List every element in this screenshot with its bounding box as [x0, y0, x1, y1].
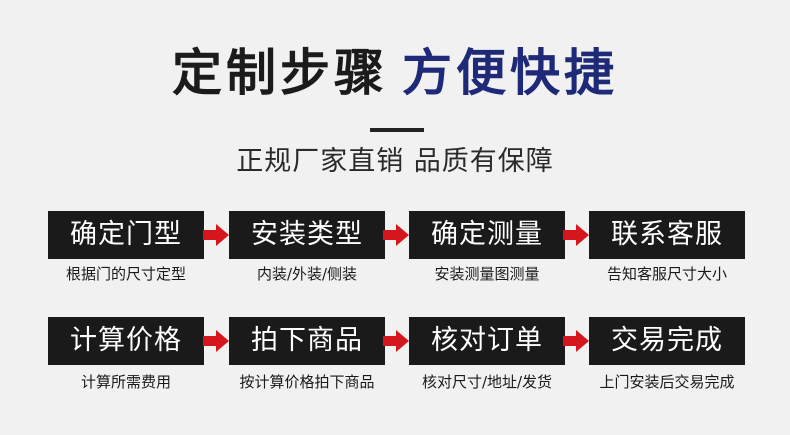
step-caption: 内装/外装/侧装 [256, 265, 358, 283]
step-confirm-measure: 确定测量 [409, 211, 565, 259]
step-place-order: 拍下商品 [229, 317, 385, 365]
title-divider [370, 128, 424, 132]
step-confirm-door-type: 确定门型 [48, 211, 204, 259]
arrow-right-icon [203, 224, 229, 246]
step-caption: 告知客服尺寸大小 [606, 265, 727, 283]
title-accent: 方便快捷 [402, 44, 618, 102]
step-caption: 上门安装后交易完成 [599, 373, 735, 391]
subtitle: 正规厂家直销 品质有保障 [236, 146, 554, 177]
arrow-right-icon [383, 330, 409, 352]
step-caption: 根据门的尺寸定型 [65, 265, 186, 283]
arrow-right-icon [563, 224, 589, 246]
arrow-right-icon [203, 330, 229, 352]
step-caption: 按计算价格拍下商品 [239, 373, 375, 391]
arrow-right-icon [563, 330, 589, 352]
step-install-type: 安装类型 [229, 211, 385, 259]
step-calculate-price: 计算价格 [48, 317, 204, 365]
step-caption: 计算所需费用 [80, 373, 171, 391]
title-primary: 定制步骤 [172, 44, 388, 102]
page-title: 定制步骤方便快捷 [0, 38, 790, 108]
step-caption: 安装测量图测量 [434, 265, 540, 283]
step-contact-service: 联系客服 [589, 211, 745, 259]
step-caption: 核对尺寸/地址/发货 [421, 373, 553, 391]
arrow-right-icon [383, 224, 409, 246]
step-check-order: 核对订单 [409, 317, 565, 365]
step-transaction-complete: 交易完成 [589, 317, 745, 365]
